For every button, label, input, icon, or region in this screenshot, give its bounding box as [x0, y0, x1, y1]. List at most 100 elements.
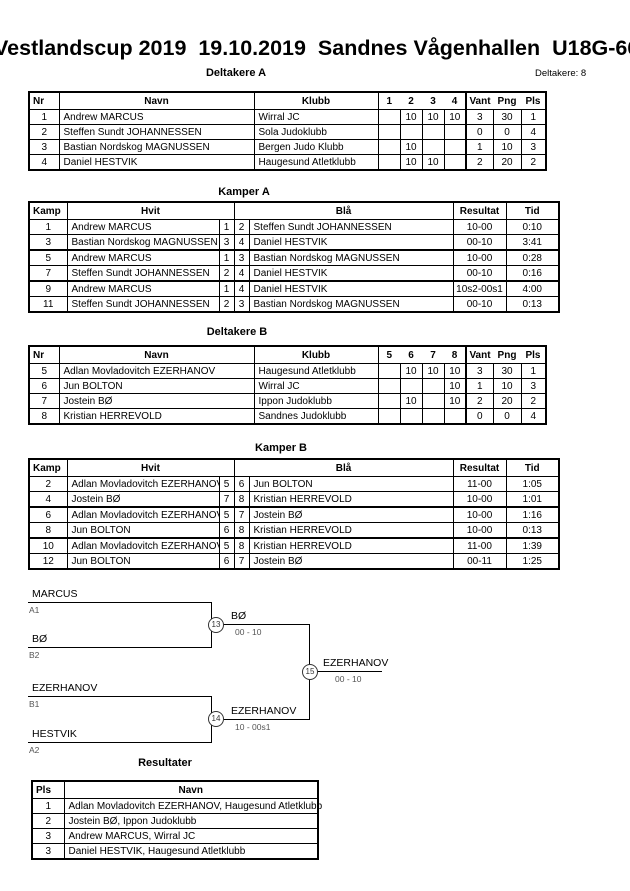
col-header-kamp: Kamp	[28, 458, 68, 477]
kamper-b-table: Kamp Hvit Blå Resultat Tid 2 Adlan Movla…	[28, 458, 560, 570]
table-row: 12 Jun BOLTON 6 7 Jostein BØ 00-11 1:25	[28, 553, 560, 570]
table-header-row: Pls Navn	[31, 780, 319, 799]
resultat-cell: 10-00	[452, 506, 507, 523]
hvit-nr-cell: 1	[218, 249, 235, 266]
kamp-cell: 7	[28, 265, 68, 282]
bla-nr-cell: 7	[233, 553, 250, 570]
resultat-cell: 10-00	[452, 249, 507, 266]
matrix-cell	[377, 393, 401, 409]
hvit-nr-cell: 7	[218, 491, 235, 508]
matrix-cell	[421, 124, 445, 140]
kamp-cell: 1	[28, 219, 68, 235]
bracket-slot-name: MARCUS	[32, 588, 78, 600]
matrix-cell: 10	[399, 139, 423, 155]
bracket-match-score: 00 - 10	[335, 674, 362, 684]
vant-cell: 2	[465, 393, 494, 409]
hvit-nr-cell: 6	[218, 522, 235, 539]
bla-cell: Jostein BØ	[248, 506, 454, 523]
klubb-cell: Wirral JC	[253, 378, 379, 394]
png-cell: 20	[492, 393, 522, 409]
pls-cell: 3	[520, 139, 547, 155]
pls-cell: 1	[31, 798, 65, 814]
navn-cell: Andrew MARCUS	[58, 109, 255, 125]
tid-cell: 3:41	[505, 234, 560, 251]
png-cell: 20	[492, 154, 522, 171]
matrix-cell	[399, 124, 423, 140]
col-header-hvit: Hvit	[66, 201, 235, 220]
col-header-7: 7	[422, 345, 444, 364]
hvit-nr-cell: 5	[218, 537, 235, 554]
hvit-cell: Andrew MARCUS	[66, 219, 220, 235]
bracket-slot-name: EZERHANOV	[32, 682, 98, 694]
matrix-cell: 10	[399, 363, 423, 379]
hvit-nr-cell: 3	[218, 234, 235, 251]
pls-cell: 4	[520, 408, 547, 425]
section-title-kamper-a: Kamper A	[218, 186, 270, 198]
kamp-cell: 2	[28, 476, 68, 492]
vant-cell: 3	[465, 109, 494, 125]
kamper-a-table: Kamp Hvit Blå Resultat Tid 1 Andrew MARC…	[28, 201, 560, 313]
hvit-nr-cell: 5	[218, 506, 235, 523]
table-row: 1 Andrew MARCUS 1 2 Steffen Sundt JOHANN…	[28, 219, 560, 235]
pls-cell: 3	[520, 378, 547, 394]
bla-nr-cell: 6	[233, 476, 250, 492]
tid-cell: 0:28	[505, 249, 560, 266]
tid-cell: 0:10	[505, 219, 560, 235]
col-header-tid: Tid	[505, 201, 560, 220]
matrix-cell: 10	[421, 154, 445, 171]
navn-cell: Steffen Sundt JOHANNESSEN	[58, 124, 255, 140]
col-header-nr: Nr	[28, 345, 60, 364]
nr-cell: 1	[28, 109, 60, 125]
bla-cell: Jun BOLTON	[248, 476, 454, 492]
bla-nr-cell: 8	[233, 491, 250, 508]
hvit-cell: Adlan Movladovitch EZERHANOV	[66, 476, 220, 492]
bracket-champion-name: EZERHANOV	[323, 657, 389, 669]
col-header-vant: Vant	[465, 91, 493, 110]
resultat-cell: 00-10	[452, 265, 507, 282]
bracket-line	[28, 696, 212, 697]
bla-nr-cell: 2	[233, 219, 250, 235]
resultat-cell: 00-11	[452, 553, 507, 570]
pls-cell: 1	[520, 109, 547, 125]
klubb-cell: Haugesund Atletklubb	[253, 363, 379, 379]
png-cell: 10	[492, 378, 522, 394]
col-header-png: Png	[493, 345, 521, 364]
bla-cell: Steffen Sundt JOHANNESSEN	[248, 219, 454, 235]
hvit-nr-cell: 5	[218, 476, 235, 492]
matrix-cell: 10	[421, 109, 445, 125]
col-header-6: 6	[400, 345, 422, 364]
bla-nr-cell: 4	[233, 280, 250, 297]
png-cell: 0	[492, 124, 522, 140]
matrix-cell	[443, 408, 467, 425]
klubb-cell: Sandnes Judoklubb	[253, 408, 379, 425]
bracket-match-number: 13	[208, 617, 224, 633]
table-row: 5 Adlan Movladovitch EZERHANOV Haugesund…	[28, 363, 547, 379]
klubb-cell: Sola Judoklubb	[253, 124, 379, 140]
hvit-cell: Steffen Sundt JOHANNESSEN	[66, 265, 220, 282]
klubb-cell: Ippon Judoklubb	[253, 393, 379, 409]
pls-cell: 2	[520, 393, 547, 409]
vant-cell: 0	[465, 124, 494, 140]
matrix-cell	[421, 408, 445, 425]
page-title: Vestlandscup 2019 19.10.2019 Sandnes Våg…	[0, 36, 630, 60]
table-row: 9 Andrew MARCUS 1 4 Daniel HESTVIK 10s2-…	[28, 280, 560, 297]
vant-cell: 1	[465, 139, 494, 155]
pls-cell: 3	[31, 843, 65, 860]
hvit-cell: Jostein BØ	[66, 491, 220, 508]
resultat-cell: 11-00	[452, 537, 507, 554]
vant-cell: 2	[465, 154, 494, 171]
pls-cell: 3	[31, 828, 65, 844]
nr-cell: 2	[28, 124, 60, 140]
bla-cell: Daniel HESTVIK	[248, 234, 454, 251]
matrix-cell: 10	[421, 363, 445, 379]
bla-nr-cell: 3	[233, 249, 250, 266]
matrix-cell: 10	[399, 109, 423, 125]
bracket-line	[28, 742, 212, 743]
tid-cell: 1:25	[505, 553, 560, 570]
table-row: 2 Steffen Sundt JOHANNESSEN Sola Judoklu…	[28, 124, 547, 140]
bla-cell: Daniel HESTVIK	[248, 265, 454, 282]
table-row: 6 Jun BOLTON Wirral JC 10 1 10 3	[28, 378, 547, 394]
vant-cell: 3	[465, 363, 494, 379]
table-row: 7 Jostein BØ Ippon Judoklubb 10 10 2 20 …	[28, 393, 547, 409]
kamp-cell: 5	[28, 249, 68, 266]
